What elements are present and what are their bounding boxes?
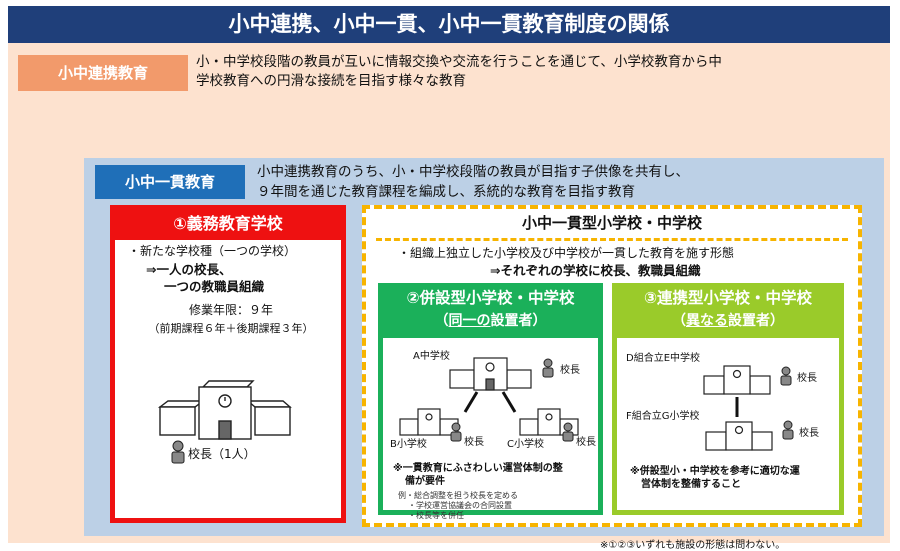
heisetsu-ex1: 例・総合調整を担う校長を定める: [398, 491, 518, 500]
heisetsu-a-principal-icon: [542, 358, 554, 378]
page-title: 小中連携、小中一貫、小中一貫教育制度の関係: [8, 6, 890, 43]
renkeigata-note1: ※併設型小・中学校を参考に適切な運: [630, 466, 800, 477]
gimu-school-building-icon: [157, 380, 292, 440]
heisetsu-note2: 備が要件: [405, 476, 445, 487]
gata-divider: [376, 238, 848, 242]
heisetsu-b-principal: 校長: [464, 437, 484, 448]
gimu-line1: ・新たな学校種（一つの学校）: [128, 244, 297, 258]
renkei-desc-line2: 学校教育への円滑な接続を目指す様々な教育: [196, 73, 466, 89]
renkeigata-f-building-icon: [705, 421, 773, 451]
gimu-line5: （前期課程６年＋後期課程３年）: [148, 322, 314, 335]
ikkan-desc-line1: 小中連携教育のうち、小・中学校段階の教員が目指す子供像を共有し、: [257, 164, 689, 180]
gimu-principal-label: 校長（1人）: [188, 447, 256, 461]
renkeigata-d-label: D組合立E中学校: [626, 353, 701, 364]
ikkan-desc-line2: ９年間を通じた教育課程を編成し、系統的な教育を目指す教育: [257, 184, 635, 200]
heisetsu-note1: ※一貫教育にふさわしい運営体制の整: [393, 463, 563, 474]
renkeigata-f-principal: 校長: [799, 428, 819, 439]
renkeigata-sub-em: 異なる: [686, 313, 728, 329]
renkei-description: 小・中学校段階の教員が互いに情報交換や交流を行うことを通じて、小学校教育から中 …: [196, 53, 886, 91]
heisetsu-sub-em: 同一の: [448, 313, 491, 329]
renkeigata-f-principal-icon: [782, 420, 794, 440]
gata-line1: ・組織上独立した小学校及び中学校が一貫した教育を施す形態: [398, 246, 735, 260]
ikkan-label: 小中一貫教育: [95, 165, 245, 199]
heisetsu-ex3: ・校長等を併任: [408, 511, 464, 520]
heisetsu-a-label: A中学校: [413, 351, 450, 362]
heisetsu-c-principal: 校長: [576, 437, 596, 448]
heisetsu-b-label: B小学校: [390, 439, 427, 450]
renkeigata-note2: 営体制を整備すること: [641, 479, 741, 490]
gimu-box: [110, 205, 346, 523]
renkeigata-header: ③連携型小学校・中学校 （異なる設置者）: [615, 286, 841, 338]
renkei-desc-line1: 小・中学校段階の教員が互いに情報交換や交流を行うことを通じて、小学校教育から中: [196, 54, 722, 70]
gata-line2: ⇒それぞれの学校に校長、教職員組織: [490, 263, 701, 278]
heisetsu-sub-suffix: 設置者）: [490, 313, 547, 329]
heisetsu-b-principal-icon: [450, 422, 462, 442]
renkeigata-connector-line: [735, 397, 739, 417]
footnote: ※①②③いずれも施設の形態は問わない。: [600, 540, 786, 551]
renkeigata-title: ③連携型小学校・中学校: [643, 289, 813, 307]
heisetsu-ex2: ・学校運営協議会の合同設置: [408, 501, 512, 510]
renkeigata-sub-prefix: （: [672, 313, 686, 329]
gimu-principal-icon: [171, 440, 185, 464]
gata-title: 小中一貫型小学校・中学校: [521, 214, 702, 232]
gimu-line4: 修業年限：９年: [188, 303, 273, 317]
heisetsu-subtitle: （同一の設置者）: [381, 310, 600, 332]
renkeigata-sub-suffix: 設置者）: [728, 313, 784, 329]
renkeigata-subtitle: （異なる設置者）: [615, 310, 841, 332]
heisetsu-sub-prefix: （: [434, 313, 449, 329]
gimu-line2: ⇒一人の校長、: [146, 262, 232, 277]
renkeigata-d-building-icon: [703, 365, 771, 395]
heisetsu-b-building-icon: [399, 408, 459, 436]
renkeigata-d-principal-icon: [780, 366, 792, 386]
gimu-line3: 一つの教職員組織: [164, 279, 265, 294]
heisetsu-a-building-icon: [449, 357, 532, 391]
renkei-label: 小中連携教育: [18, 55, 188, 91]
heisetsu-title: ②併設型小学校・中学校: [406, 289, 575, 307]
heisetsu-header: ②併設型小学校・中学校 （同一の設置者）: [381, 286, 600, 338]
heisetsu-a-principal: 校長: [560, 365, 580, 376]
gimu-title: ①義務教育学校: [113, 208, 343, 240]
heisetsu-c-label: C小学校: [507, 439, 544, 450]
renkeigata-f-label: F組合立G小学校: [626, 411, 700, 422]
renkeigata-d-principal: 校長: [797, 373, 817, 384]
heisetsu-connector-lines: [463, 391, 517, 413]
ikkan-description: 小中連携教育のうち、小・中学校段階の教員が目指す子供像を共有し、 ９年間を通じた…: [257, 162, 877, 202]
heisetsu-c-principal-icon: [562, 422, 574, 442]
